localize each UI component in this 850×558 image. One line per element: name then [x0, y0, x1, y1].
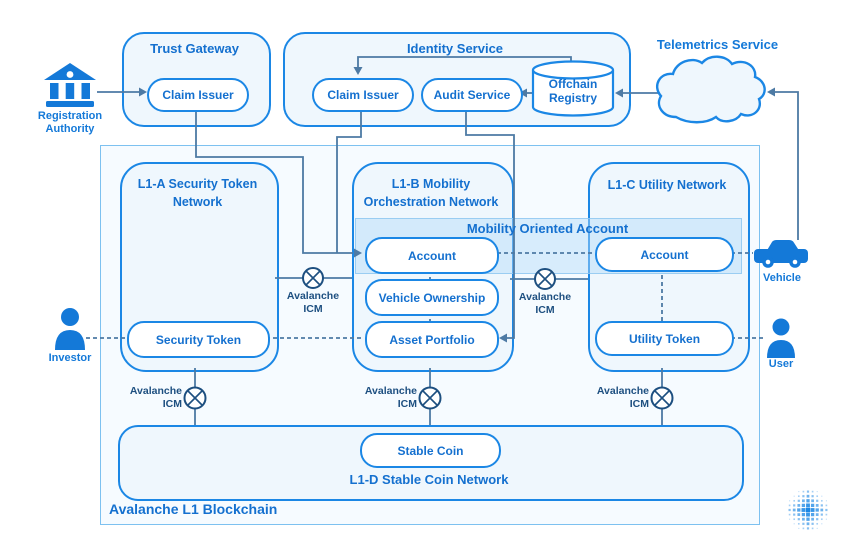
l1c-title: L1-C Utility Network	[607, 178, 727, 192]
investor-icon	[55, 308, 85, 350]
trust-gateway-title: Trust Gateway	[150, 41, 239, 56]
arrow-into-cloud	[767, 87, 775, 97]
icm-label-line2: ICM	[535, 303, 555, 316]
audit-service-node: Audit Service	[421, 78, 523, 112]
line-vehicle-to-cloud	[775, 91, 799, 240]
arrow-into-registry	[615, 88, 623, 98]
icm-icon-a-b	[302, 267, 324, 289]
icm-label-line1: Avalanche	[364, 385, 417, 397]
icm-label-line1: Avalanche	[286, 290, 340, 302]
icm-label-a-b: Avalanche ICM	[273, 290, 353, 315]
trust-claim-issuer-node: Claim Issuer	[147, 78, 249, 112]
database-icon	[531, 60, 615, 117]
line-registry-to-claim-issuer	[357, 56, 572, 67]
arrow-into-account-b	[354, 248, 362, 258]
icm-icon-c-d	[650, 386, 674, 410]
arrow-into-audit-service	[519, 88, 527, 98]
identity-claim-issuer-node: Claim Issuer	[312, 78, 414, 112]
user-icon	[767, 318, 795, 358]
vehicle-ownership-node: Vehicle Ownership	[365, 279, 499, 316]
offchain-registry-label: Offchain Registry	[548, 77, 598, 105]
icm-label-b-d: Avalanche ICM	[345, 385, 417, 410]
l1a-title: L1-A Security Token Network	[137, 177, 258, 209]
icm-label-line2: ICM	[629, 397, 649, 410]
line-identity-claim-issuer-to-account	[336, 107, 362, 253]
asset-portfolio-node: Asset Portfolio	[365, 321, 499, 358]
cloud-icon	[656, 55, 766, 124]
vehicle-icon	[754, 240, 808, 268]
registration-authority-label: Registration Authority	[37, 110, 103, 136]
dashed-connectors	[86, 252, 763, 339]
icm-icons	[183, 267, 674, 410]
icm-label-line1: Avalanche	[129, 385, 182, 397]
icm-label-a-d: Avalanche ICM	[110, 385, 182, 410]
line-trust-claim-issuer-to-account	[195, 108, 353, 254]
account-b-node: Account	[365, 237, 499, 274]
account-c-node: Account	[595, 237, 734, 272]
arrow-into-trust-claim-issuer	[139, 87, 147, 97]
utility-token-node: Utility Token	[595, 321, 734, 356]
bank-icon	[44, 63, 96, 107]
icm-label-b-c: Avalanche ICM	[505, 291, 585, 316]
l1b-title: L1-B Mobility Orchestration Network	[363, 177, 499, 209]
avalanche-l1-blockchain-label: Avalanche L1 Blockchain	[109, 501, 278, 517]
icm-label-line2: ICM	[303, 302, 323, 315]
arrow-into-asset-portfolio	[499, 333, 507, 343]
security-token-node: Security Token	[127, 321, 270, 358]
investor-label: Investor	[48, 352, 92, 364]
icm-icon-a-d	[183, 386, 207, 410]
vehicle-label: Vehicle	[763, 272, 801, 284]
arrow-into-identity-claim-issuer	[353, 67, 363, 75]
icm-label-line2: ICM	[162, 397, 182, 410]
arrowheads	[139, 67, 775, 343]
user-label: User	[768, 358, 794, 370]
l1d-title: L1-D Stable Coin Network	[349, 472, 509, 487]
identity-service-title: Identity Service	[406, 41, 504, 56]
telemetrics-service-title: Telemetrics Service	[656, 37, 779, 52]
icm-icon-b-d	[418, 386, 442, 410]
icm-label-c-d: Avalanche ICM	[577, 385, 649, 410]
line-audit-to-asset-portfolio	[465, 107, 515, 339]
icm-label-line2: ICM	[397, 397, 417, 410]
mobility-band-label: Mobility Oriented Account	[466, 221, 629, 236]
icm-icon-b-c	[534, 268, 556, 290]
icm-label-line1: Avalanche	[518, 291, 572, 303]
stable-coin-node: Stable Coin	[360, 433, 501, 468]
logo-dots	[788, 490, 828, 530]
icm-label-line1: Avalanche	[596, 385, 649, 397]
